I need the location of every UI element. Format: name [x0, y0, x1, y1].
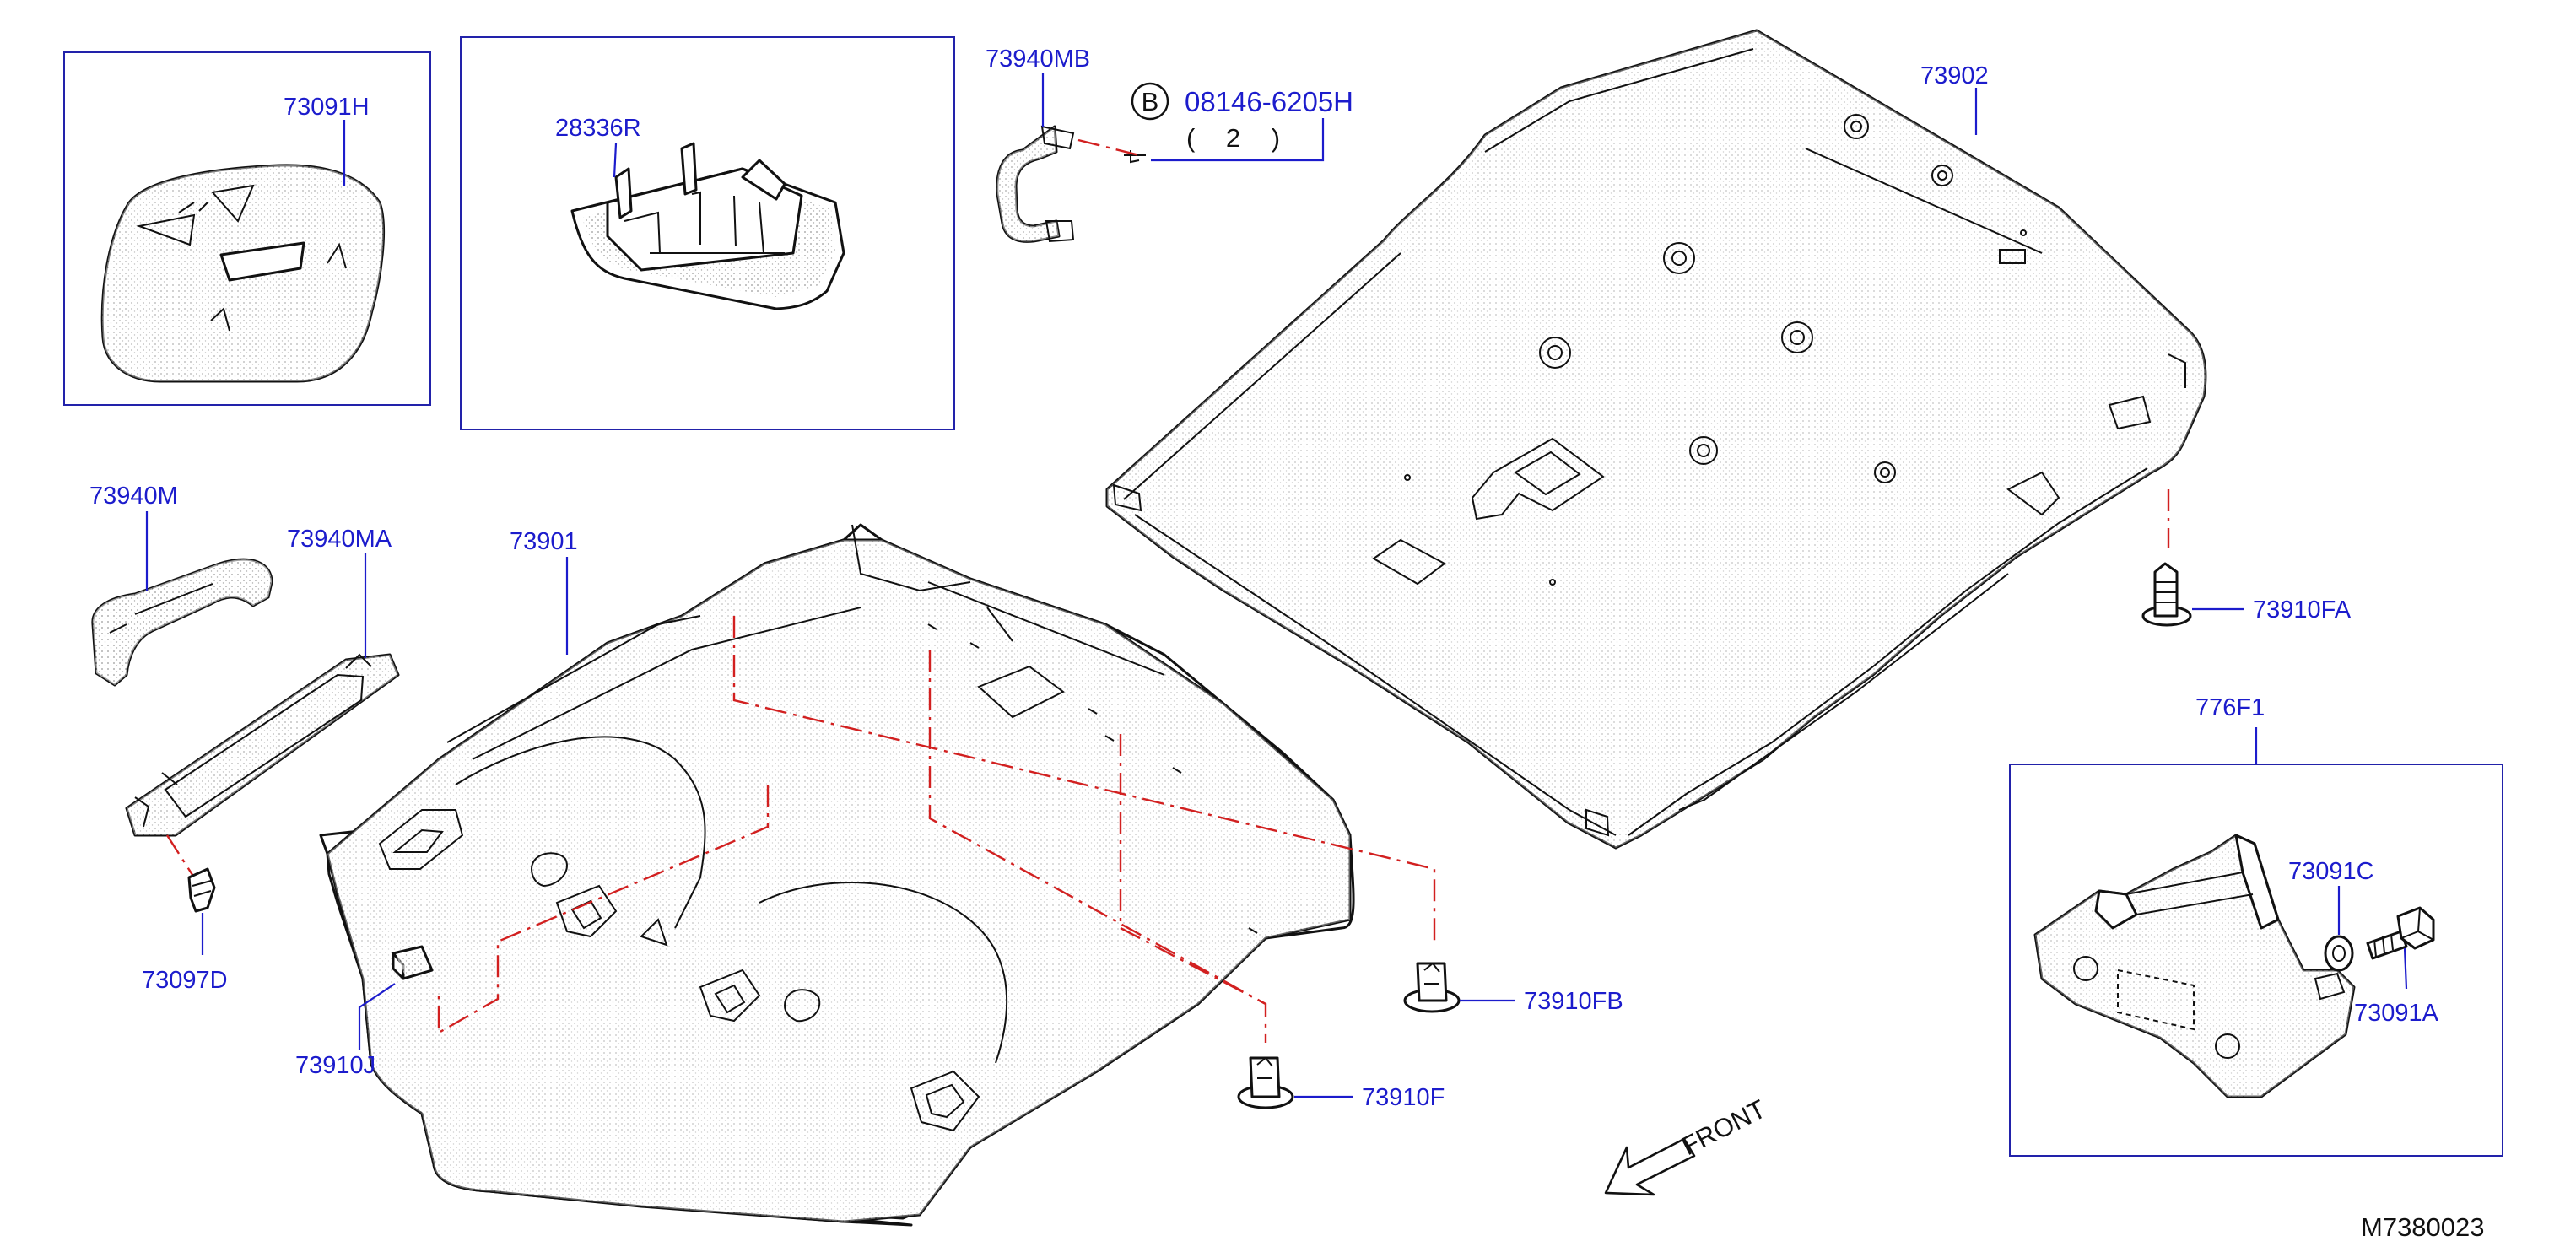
label-73091H: 73091H — [284, 94, 370, 121]
part-73940MB-drawing — [996, 125, 1146, 243]
label-73910J: 73910J — [295, 1052, 375, 1079]
front-arrow — [1604, 1137, 1696, 1196]
part-73097D-drawing — [187, 867, 216, 913]
frame-28336R — [460, 36, 955, 430]
label-73940MB: 73940MB — [986, 46, 1090, 73]
part-776F1-drawing — [2033, 834, 2356, 1098]
callout-part-number: 08146-6205H — [1185, 86, 1353, 117]
label-73910F: 73910F — [1362, 1084, 1445, 1111]
callout-b-circle — [1131, 82, 1169, 121]
part-28336R-drawing — [570, 142, 845, 310]
dash-73910J — [437, 785, 770, 1035]
part-73910FB-drawing — [1403, 962, 1461, 1013]
label-73901: 73901 — [510, 528, 578, 555]
part-73902-drawing — [1105, 29, 2207, 850]
dash-73901-c — [1119, 734, 1267, 1043]
part-73091A-drawing — [2366, 906, 2435, 960]
front-label: FRONT — [1677, 1094, 1770, 1162]
part-73091H-drawing — [100, 164, 386, 383]
label-73910FB: 73910FB — [1524, 988, 1623, 1015]
label-28336R: 28336R — [555, 115, 641, 142]
frame-73091H — [63, 51, 431, 406]
callout-quantity: ( 2 ) — [1186, 123, 1292, 153]
callout-b-letter: B — [1142, 87, 1159, 116]
label-73091A: 73091A — [2354, 1000, 2439, 1027]
part-73901-drawing — [319, 523, 1355, 1227]
leader-73910J — [358, 983, 396, 1050]
part-73940M-drawing — [91, 558, 273, 687]
part-73910F-drawing — [1237, 1056, 1294, 1109]
leader-73091A — [2403, 947, 2408, 990]
leader-callout — [1151, 118, 1325, 162]
label-73940M: 73940M — [89, 483, 178, 510]
dash-73940MB — [1077, 138, 1140, 157]
label-73940MA: 73940MA — [287, 526, 392, 553]
dash-73901-b — [928, 650, 1266, 1006]
label-73910FA: 73910FA — [2253, 596, 2352, 623]
part-73910FA-drawing — [2141, 562, 2192, 627]
dash-73097D — [165, 834, 196, 878]
part-73940MA-drawing — [125, 653, 400, 837]
leader-28336R — [613, 143, 618, 178]
label-73091C: 73091C — [2288, 858, 2374, 885]
label-776F1: 776F1 — [2195, 694, 2265, 721]
label-73097D: 73097D — [142, 967, 228, 994]
dash-73901-a — [732, 616, 1436, 945]
part-73091C-drawing — [2324, 935, 2354, 972]
label-73902: 73902 — [1920, 62, 1989, 89]
part-73910J-drawing — [392, 945, 434, 980]
diagram-code: M7380023 — [2361, 1212, 2485, 1242]
